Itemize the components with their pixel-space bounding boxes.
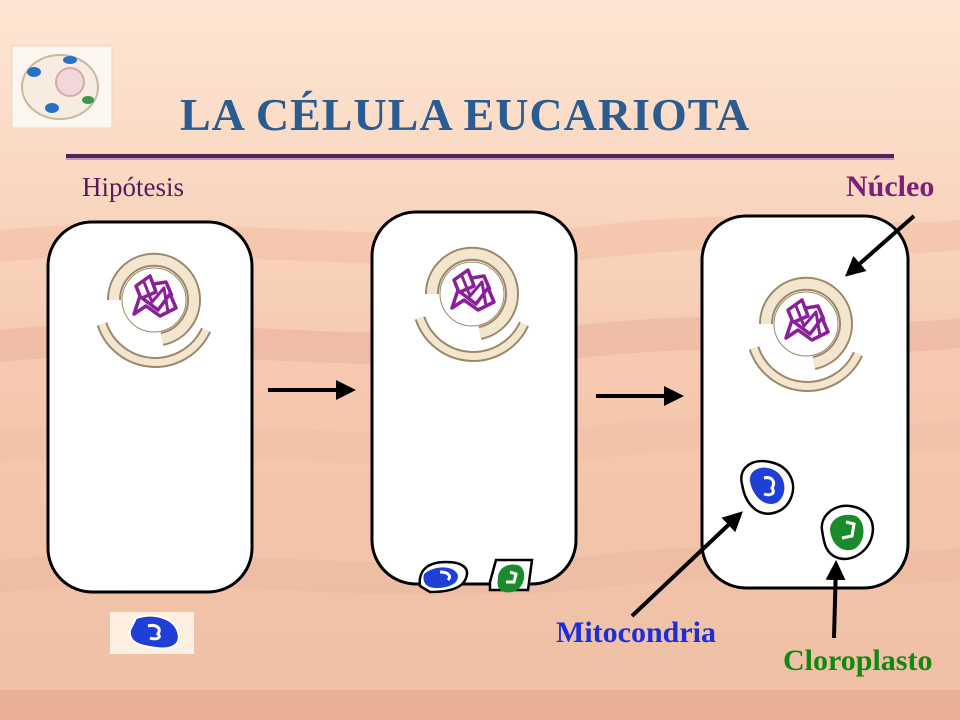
- nucleus-label: Núcleo: [846, 170, 935, 203]
- chloroplast-label: Cloroplasto: [783, 644, 933, 677]
- cell-thumbnail-image: [11, 45, 113, 129]
- mitochondria-pointer-arrow: [630, 511, 743, 618]
- mitochondria-label: Mitocondria: [556, 616, 716, 649]
- chloroplast-pointer-arrow: [825, 560, 846, 639]
- cell-stage-1: [46, 220, 254, 594]
- cell-stage-2: [370, 210, 578, 594]
- cell-stage-3: [700, 214, 910, 590]
- hypothesis-label: Hipótesis: [82, 172, 185, 202]
- title-rule: [66, 154, 894, 158]
- chloroplast-icon: [488, 558, 534, 593]
- mitochondria-icon: [740, 459, 795, 515]
- nucleus-pointer-arrow: [844, 214, 916, 277]
- free-mitochondria-icon: [110, 612, 194, 654]
- slide-title: LA CÉLULA EUCARIOTA: [180, 89, 751, 140]
- mitochondria-icon: [418, 560, 469, 594]
- chloroplast-icon: [820, 504, 875, 561]
